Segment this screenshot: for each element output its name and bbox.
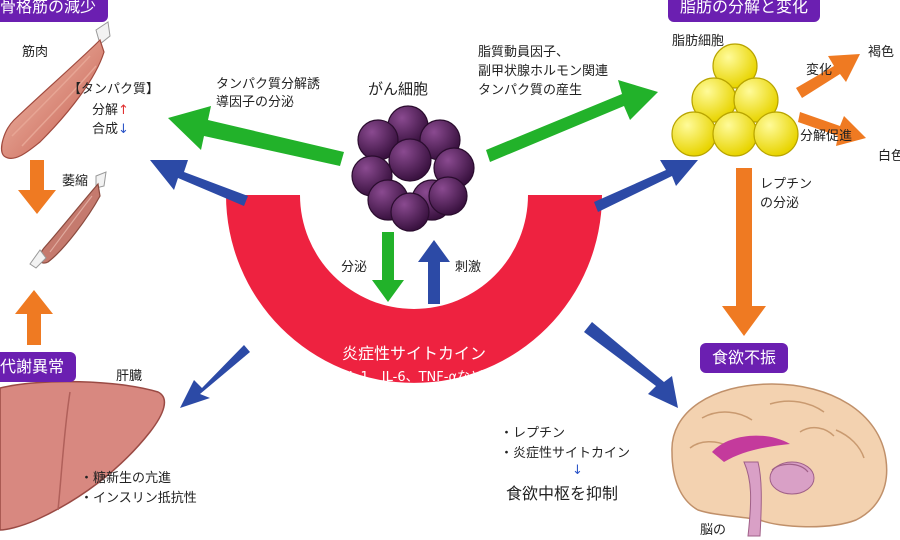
header-fat: 脂肪の分解と変化: [668, 0, 821, 22]
orange-arrows: [15, 54, 866, 345]
muscle-label: 筋肉: [22, 45, 49, 60]
down-arrow-icon: ↓: [118, 122, 129, 137]
brain-down-arrow-icon: ↓: [572, 463, 583, 478]
brain-label: 脳の: [700, 523, 727, 538]
lipid-factor-line2: 副甲状腺ホルモン関連: [478, 64, 609, 79]
protein-header: 【タンパク質】: [68, 82, 160, 97]
lipid-factor-line3: タンパク質の産生: [478, 83, 583, 98]
breakdown-text: 分解: [92, 103, 119, 118]
protein-synthesis: 合成↓: [92, 121, 129, 138]
cancer-cell-label: がん細胞: [368, 80, 429, 98]
header-skeletal-muscle: 骨格筋の減少: [0, 0, 109, 22]
orange-arrow-leptin: [722, 168, 766, 336]
fat-cell-label: 脂肪細胞: [672, 34, 725, 49]
liver-item-insulin: ・インスリン抵抗性: [80, 491, 197, 506]
liver-item-gluconeogenesis: ・糖新生の亢進: [80, 471, 172, 486]
white-fat-label: 白色: [878, 149, 900, 164]
synthesis-text: 合成: [92, 122, 119, 137]
cytokine-list: IL-1、IL-6、TNF-αなど: [344, 370, 484, 385]
protein-factor-line1: タンパク質分解誘: [216, 77, 321, 92]
leptin-line2: の分泌: [760, 196, 800, 211]
cytokine-crescent: [226, 195, 602, 383]
blue-arrow-upper-left: [150, 160, 248, 206]
blue-arrow-upper-right: [594, 160, 698, 212]
atrophy-label: 萎縮: [62, 174, 89, 189]
muscle-fiber-icon: [1, 21, 111, 159]
cancer-cell-cluster-icon: [351, 105, 475, 232]
orange-arrow-brown: [796, 54, 860, 98]
header-metabolic: 代謝異常: [0, 352, 77, 382]
blue-arrow-stimulate: [418, 240, 450, 304]
green-arrow-secrete: [372, 232, 404, 302]
stimulate-label: 刺激: [455, 260, 482, 275]
secrete-label: 分泌: [341, 260, 368, 275]
green-arrow-to-fat: [486, 80, 658, 162]
appetite-suppress-label: 食欲中枢を抑制: [506, 484, 619, 503]
up-arrow-icon: ↑: [118, 103, 129, 118]
atrophied-muscle-icon: [29, 171, 107, 269]
protein-factor-line2: 導因子の分泌: [216, 95, 295, 110]
brain-item-leptin: ・レプチン: [500, 426, 566, 441]
green-arrow-to-muscle: [168, 106, 344, 166]
brain-item-cytokine: ・炎症性サイトカイン: [500, 446, 631, 461]
orange-arrow-white: [798, 112, 866, 146]
change-label: 変化: [806, 63, 833, 78]
brown-fat-label: 褐色: [868, 45, 895, 60]
lipid-factor-line1: 脂質動員因子、: [478, 45, 570, 60]
orange-arrow-metabolic: [15, 290, 53, 345]
blue-arrow-lower-right: [584, 322, 678, 408]
promote-breakdown-label: 分解促進: [800, 129, 853, 144]
blue-arrow-lower-left: [180, 345, 250, 408]
blue-arrows: [150, 160, 698, 408]
cytokine-title: 炎症性サイトカイン: [341, 344, 486, 363]
header-appetite: 食欲不振: [700, 343, 789, 373]
green-arrows: [168, 80, 658, 302]
fat-cell-cluster-icon: [671, 43, 799, 157]
brain-icon: [671, 383, 888, 537]
liver-label: 肝臓: [116, 369, 143, 384]
liver-icon: [0, 380, 166, 531]
leptin-line1: レプチン: [760, 177, 813, 192]
protein-breakdown: 分解↑: [92, 102, 129, 119]
orange-arrow-atrophy: [18, 160, 56, 214]
